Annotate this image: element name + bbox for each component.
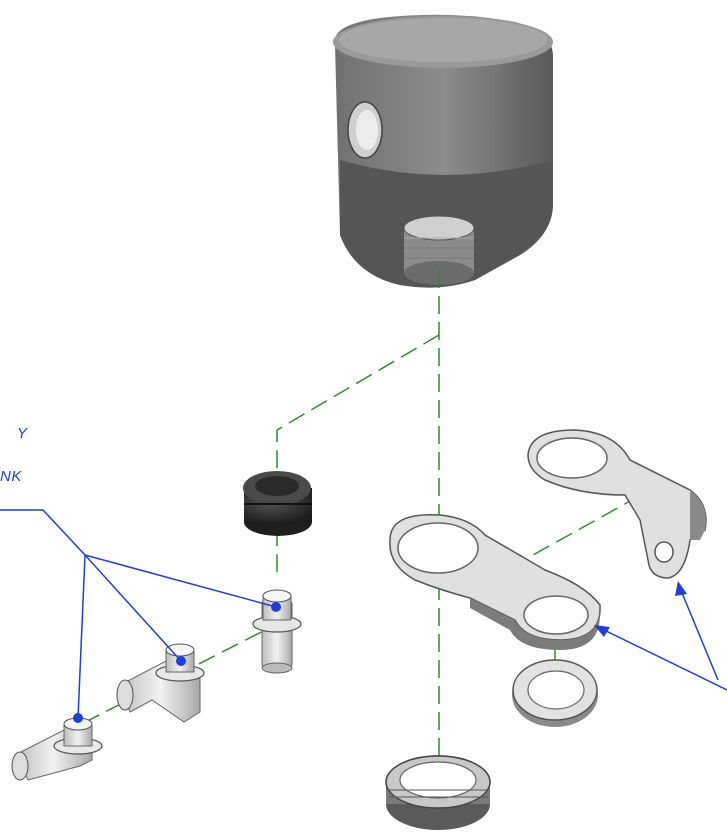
callout-label-line1: Y [17,425,28,442]
right-leader-lines [599,587,727,691]
callout-label-line2: NK [0,468,22,485]
straight-fitting [252,589,302,674]
left-leader-lines [0,509,277,719]
rubber-grommet [243,471,312,536]
main-housing [333,14,553,288]
leader-dots [73,602,281,723]
leader-arrowheads [594,581,687,637]
leader-dot-elbow-left [73,713,83,723]
arrowhead-icon [594,625,610,637]
leader-dot-elbow-middle [176,656,186,666]
elbow-fitting-left [11,717,103,781]
flat-washer [512,659,598,727]
lug-bracket [527,429,707,579]
threaded-nut [385,755,491,830]
arrowhead-icon [675,581,687,596]
double-ring-bracket [389,513,601,650]
leader-dot-straight-fitting [271,602,281,612]
elbow-fitting-middle [116,643,205,723]
